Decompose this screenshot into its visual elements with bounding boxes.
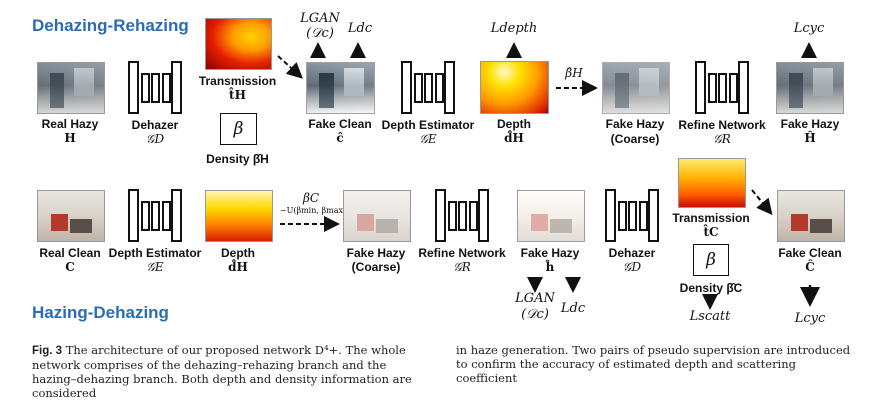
arrow-transmission-to-fake-clean-bottom: [752, 190, 770, 212]
arrow-transmission-to-fake-clean: [278, 56, 300, 76]
caption-left: Fig. 3 The architecture of our proposed …: [32, 343, 430, 400]
caption-right: in haze generation. Two pairs of pseudo …: [456, 343, 856, 385]
caption-left-text: The architecture of our proposed network…: [32, 343, 412, 400]
caption-fig-label: Fig. 3: [32, 345, 62, 357]
